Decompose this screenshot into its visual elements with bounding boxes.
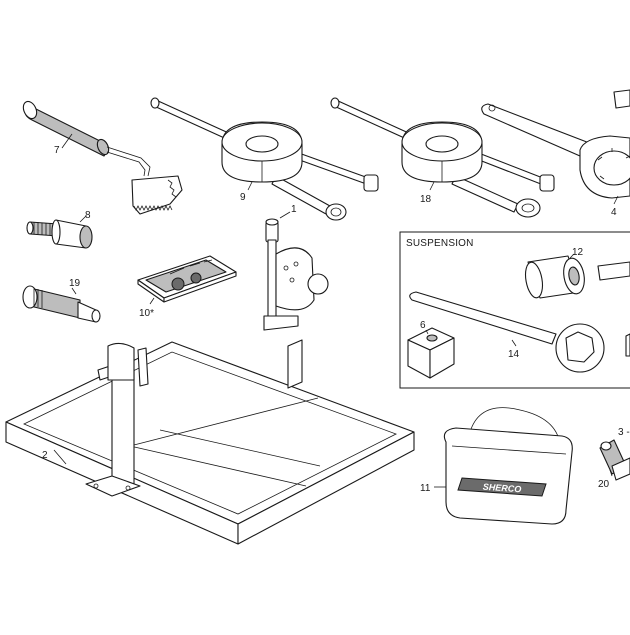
callout-12: 12 <box>572 247 584 258</box>
part-14-spanner <box>409 291 605 373</box>
part-2-stand-tray <box>5 339 415 545</box>
callout-3: 3 - <box>618 427 630 438</box>
part-4-hook-wrench <box>481 89 630 205</box>
part-10-manual-booklet <box>137 255 237 305</box>
callout-4: 4 <box>611 207 617 218</box>
part-7-handle-tool <box>22 100 183 215</box>
partial-tool-edge <box>597 261 630 281</box>
callout-18: 18 <box>420 194 432 205</box>
part-12-socket <box>524 253 585 299</box>
callout-1: 1 <box>291 204 297 215</box>
part-18-clamp <box>330 97 555 218</box>
part-9-clamp <box>150 97 379 221</box>
part-11-tool-bag: SHERCO <box>434 407 573 525</box>
part-1-stand-post <box>263 211 329 331</box>
bag-logo-badge: SHERCO <box>457 477 547 497</box>
part-20-fitting <box>599 439 630 481</box>
callout-2: 2 <box>42 450 48 461</box>
callout-8: 8 <box>85 210 91 221</box>
callout-labels: 7 9 18 4 8 1 19 10* 2 12 6 14 11 3 - 20 <box>42 145 630 494</box>
part-6-block <box>407 327 455 379</box>
suspension-box-title: SUSPENSION <box>406 238 474 249</box>
part-8-adapter <box>26 215 93 249</box>
callout-6: 6 <box>420 320 426 331</box>
suspension-box: SUSPENSION <box>399 231 630 389</box>
callout-14: 14 <box>508 349 520 360</box>
partial-tool-edge-lower <box>625 333 630 357</box>
callout-10: 10* <box>139 308 154 319</box>
part-19-pin <box>22 285 101 323</box>
bag-logo-text: SHERCO <box>483 482 522 495</box>
callout-7: 7 <box>54 145 60 156</box>
callout-19: 19 <box>69 278 81 289</box>
callout-11: 11 <box>420 483 431 494</box>
callout-9: 9 <box>240 192 246 203</box>
callout-20: 20 <box>598 479 610 490</box>
